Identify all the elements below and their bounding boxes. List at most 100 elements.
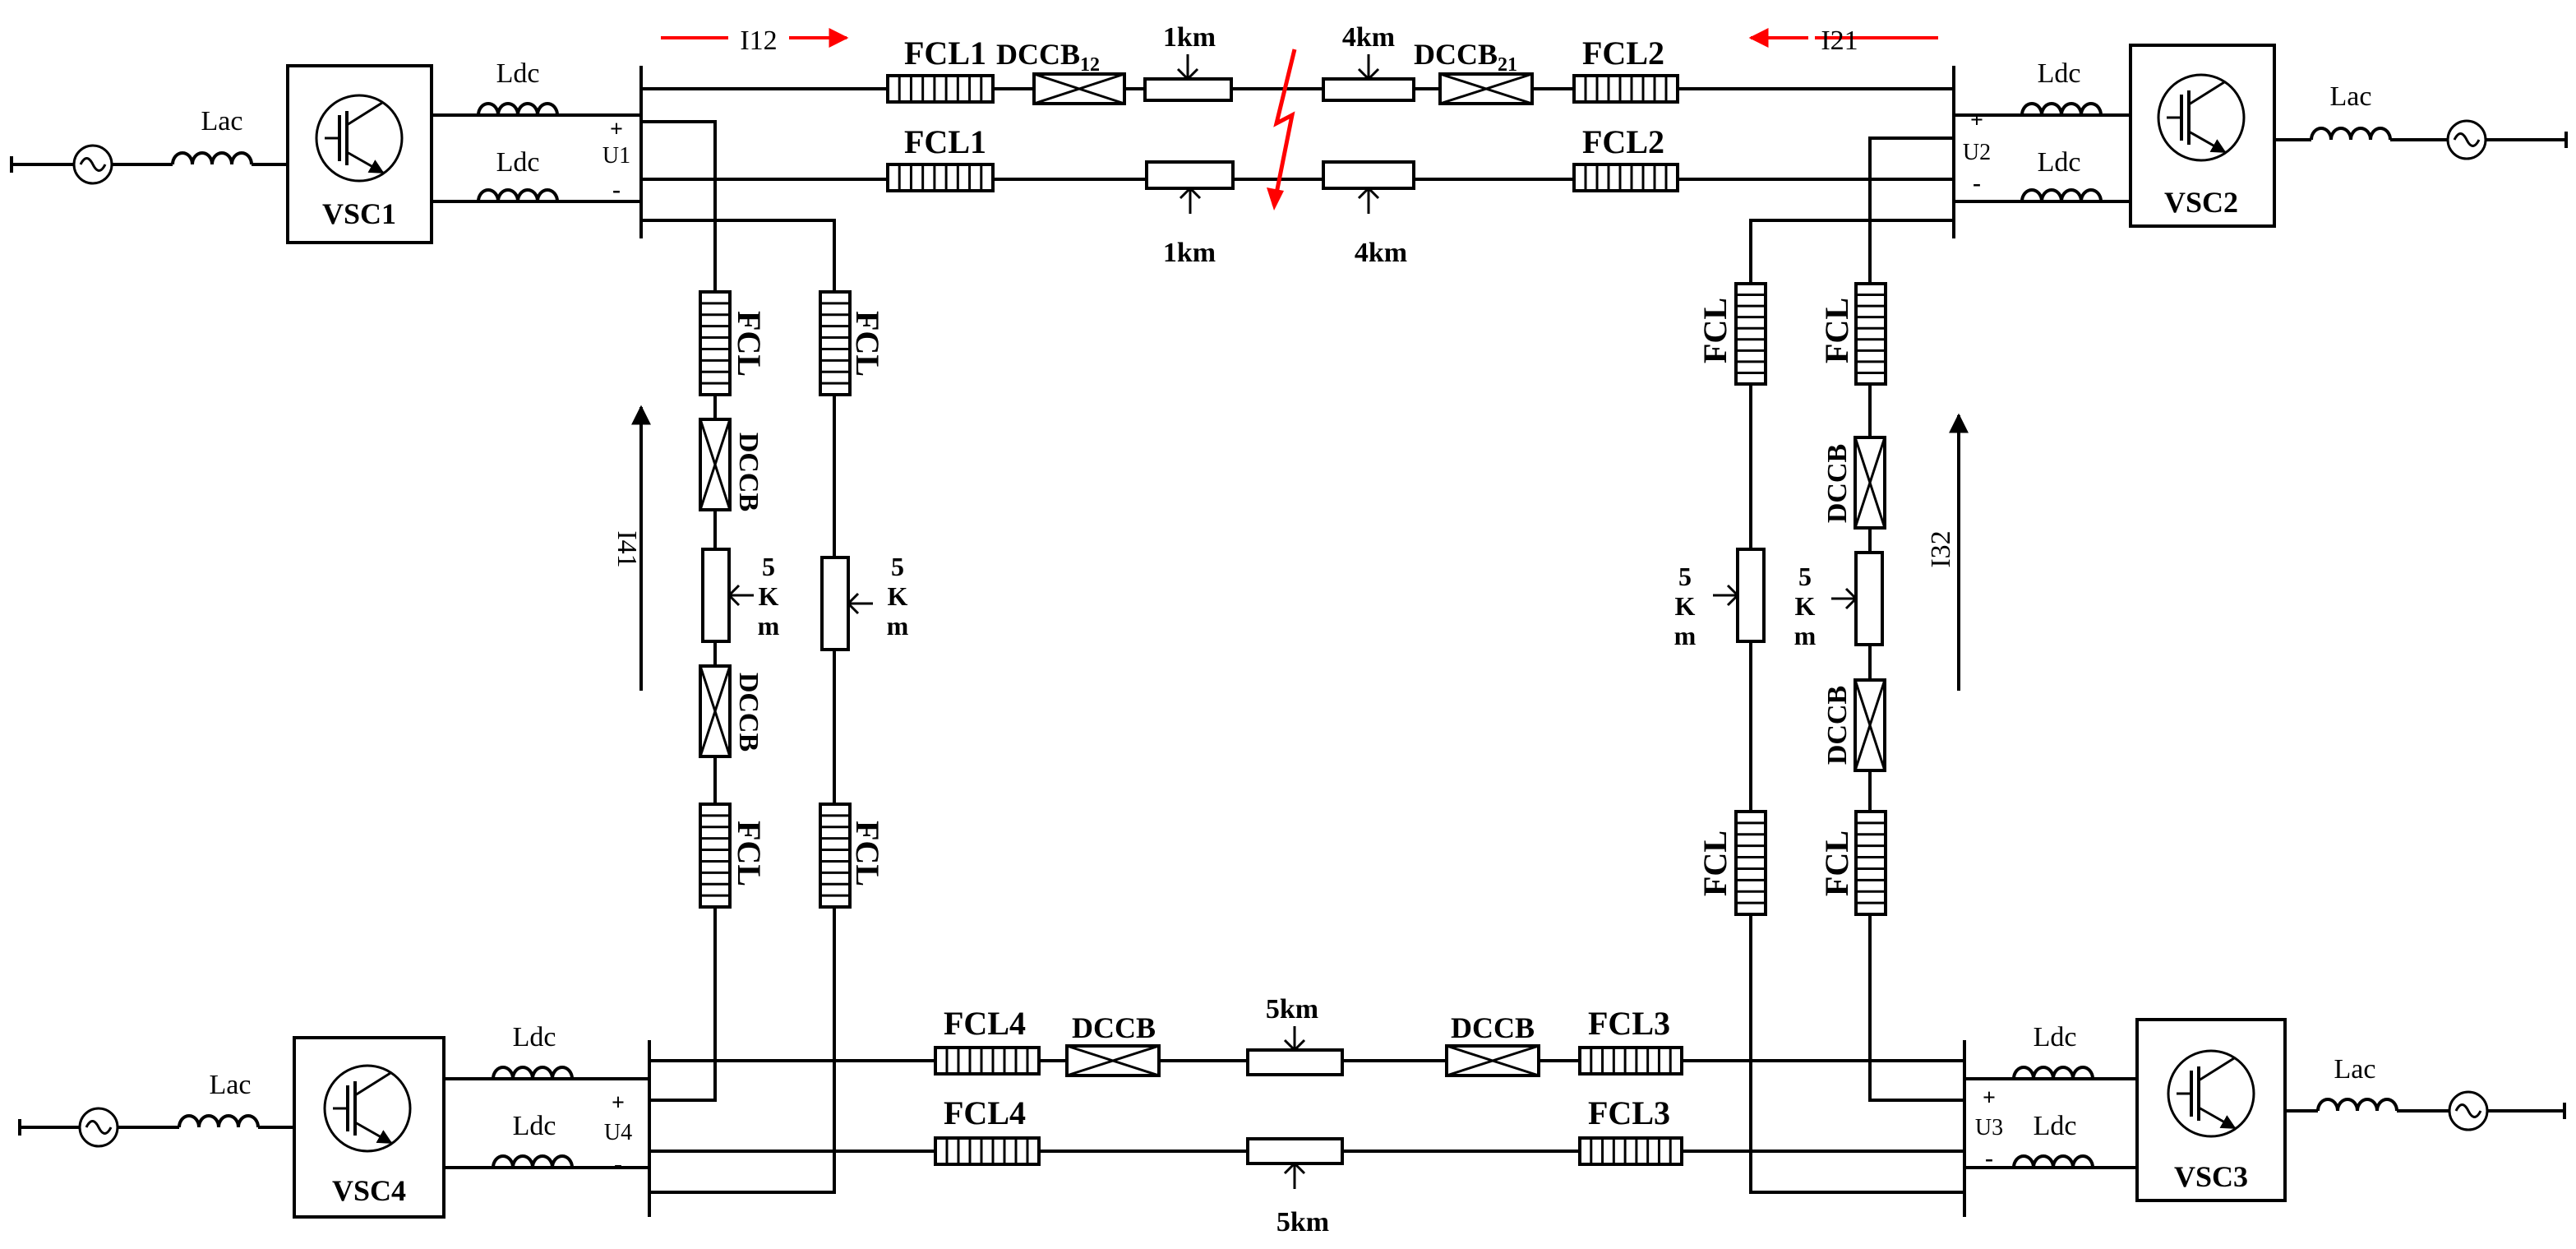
- fcl-label: FCL: [1697, 830, 1733, 896]
- converter-station-3: [2012, 1018, 2566, 1202]
- fcl-layer: [699, 74, 1887, 1166]
- inductor-icon: [2012, 1154, 2094, 1168]
- svg-text:K: K: [1675, 591, 1696, 621]
- length-label: 1km: [1163, 238, 1216, 268]
- converter-station-1: [10, 64, 559, 244]
- fcl-component: [1572, 74, 1679, 104]
- fcl-component: [1854, 810, 1887, 916]
- line-segments: [701, 54, 1884, 1189]
- igbt-icon: [2167, 1049, 2255, 1138]
- fcl-component: [886, 163, 995, 192]
- dccb-breakers: [699, 72, 1886, 1077]
- fcl1-label: FCL1: [904, 123, 986, 160]
- line-5km-left-inner: [701, 548, 731, 643]
- dccb-label: DCCB: [1822, 686, 1853, 765]
- i21-label: I21: [1821, 25, 1858, 56]
- inductor-icon: [2310, 127, 2392, 141]
- igbt-icon: [323, 1064, 412, 1153]
- ldc-label: Ldc: [513, 1111, 556, 1141]
- fcl-label: FCL: [1697, 298, 1733, 363]
- fcl-component: [886, 74, 995, 104]
- length-label: 5km: [1276, 1207, 1329, 1237]
- u2-label: U2: [1963, 140, 1991, 165]
- length-label-left-outer: 5 K m: [887, 552, 909, 641]
- dccb-21: [1438, 72, 1534, 105]
- inductor-icon: [171, 151, 253, 165]
- length-label-right-outer: 5 K m: [1794, 562, 1817, 650]
- u3-label: U3: [1975, 1115, 2003, 1140]
- dccb-right-lower: [1854, 678, 1886, 772]
- line-5km-right-outer: [1854, 551, 1884, 646]
- fcl-component: [1578, 1046, 1683, 1076]
- fcl-component: [1854, 282, 1887, 386]
- length-label: 4km: [1342, 22, 1395, 53]
- dccb-label: DCCB: [733, 433, 764, 511]
- dccb-label: DCCB: [1072, 1011, 1156, 1044]
- fcl-component: [1734, 810, 1767, 916]
- vsc3-label: VSC3: [2174, 1160, 2248, 1193]
- i41-label: I41: [612, 530, 642, 567]
- fault-lightning-icon: [1267, 49, 1297, 210]
- i32-label: I32: [1926, 530, 1956, 567]
- minus-sign: -: [1985, 1145, 1993, 1172]
- u1-label: U1: [602, 143, 630, 169]
- converter-station-2: [2020, 44, 2568, 228]
- svg-text:5: 5: [1798, 562, 1812, 591]
- lac-label: Lac: [201, 106, 243, 136]
- ldc-label: Ldc: [2038, 58, 2081, 89]
- svg-text:m: m: [1794, 621, 1817, 650]
- fcl-label: FCL: [731, 821, 768, 886]
- lac-label: Lac: [2334, 1054, 2376, 1085]
- vsc4-label: VSC4: [332, 1174, 406, 1207]
- fcl4-label: FCL4: [944, 1005, 1026, 1042]
- svg-text:m: m: [887, 611, 909, 641]
- fcl-component: [819, 290, 852, 396]
- fcl3-label: FCL3: [1588, 1005, 1670, 1042]
- ldc-label: Ldc: [496, 58, 540, 89]
- fcl-label: FCL: [849, 311, 886, 377]
- inductor-icon: [2020, 102, 2103, 116]
- line-5km-top: [1246, 1048, 1344, 1076]
- length-label-right-inner: 5 K m: [1674, 562, 1697, 650]
- inductor-icon: [178, 1114, 260, 1128]
- converter-station-4: [18, 1036, 574, 1219]
- svg-text:m: m: [1674, 621, 1697, 650]
- fcl-component: [934, 1136, 1041, 1166]
- line-4km-top: [1322, 77, 1415, 102]
- inductor-icon: [492, 1066, 574, 1080]
- dccb21-label: DCCB21: [1414, 38, 1517, 76]
- vsc4-box: [293, 1036, 445, 1219]
- fcl-component: [1572, 163, 1679, 192]
- fcl2-label: FCL2: [1582, 123, 1664, 160]
- ac-source-icon: [78, 1107, 119, 1148]
- fcl-component: [819, 803, 852, 909]
- minus-sign: -: [614, 1150, 622, 1177]
- dccb-left-upper: [699, 418, 732, 511]
- fcl-component: [699, 803, 732, 909]
- lac-label: Lac: [210, 1070, 252, 1100]
- igbt-icon: [2157, 73, 2246, 162]
- plus-sign: +: [612, 1090, 625, 1116]
- ldc-label: Ldc: [496, 147, 540, 178]
- inductor-icon: [2020, 188, 2103, 202]
- fcl-component: [1578, 1136, 1683, 1166]
- inductor-icon: [477, 102, 559, 116]
- length-label: 4km: [1355, 238, 1407, 268]
- dccb-12: [1032, 72, 1126, 105]
- minus-sign: -: [1973, 169, 1981, 197]
- length-label: 1km: [1163, 22, 1216, 53]
- igbt-icon: [315, 94, 404, 183]
- svg-text:K: K: [1795, 591, 1816, 621]
- dccb-left-lower: [699, 664, 732, 758]
- inductor-icon: [477, 188, 559, 202]
- dccb-bottom-right: [1445, 1044, 1540, 1077]
- fcl-component: [934, 1046, 1041, 1076]
- dccb-bottom-left: [1065, 1044, 1161, 1077]
- fcl2-label: FCL2: [1582, 35, 1664, 72]
- vsc2-label: VSC2: [2164, 186, 2238, 219]
- svg-text:K: K: [759, 581, 779, 611]
- line-5km-right-inner: [1736, 548, 1766, 643]
- dccb-label: DCCB: [1451, 1011, 1535, 1044]
- line-4km-bottom: [1322, 160, 1415, 190]
- ldc-label: Ldc: [2034, 1022, 2077, 1052]
